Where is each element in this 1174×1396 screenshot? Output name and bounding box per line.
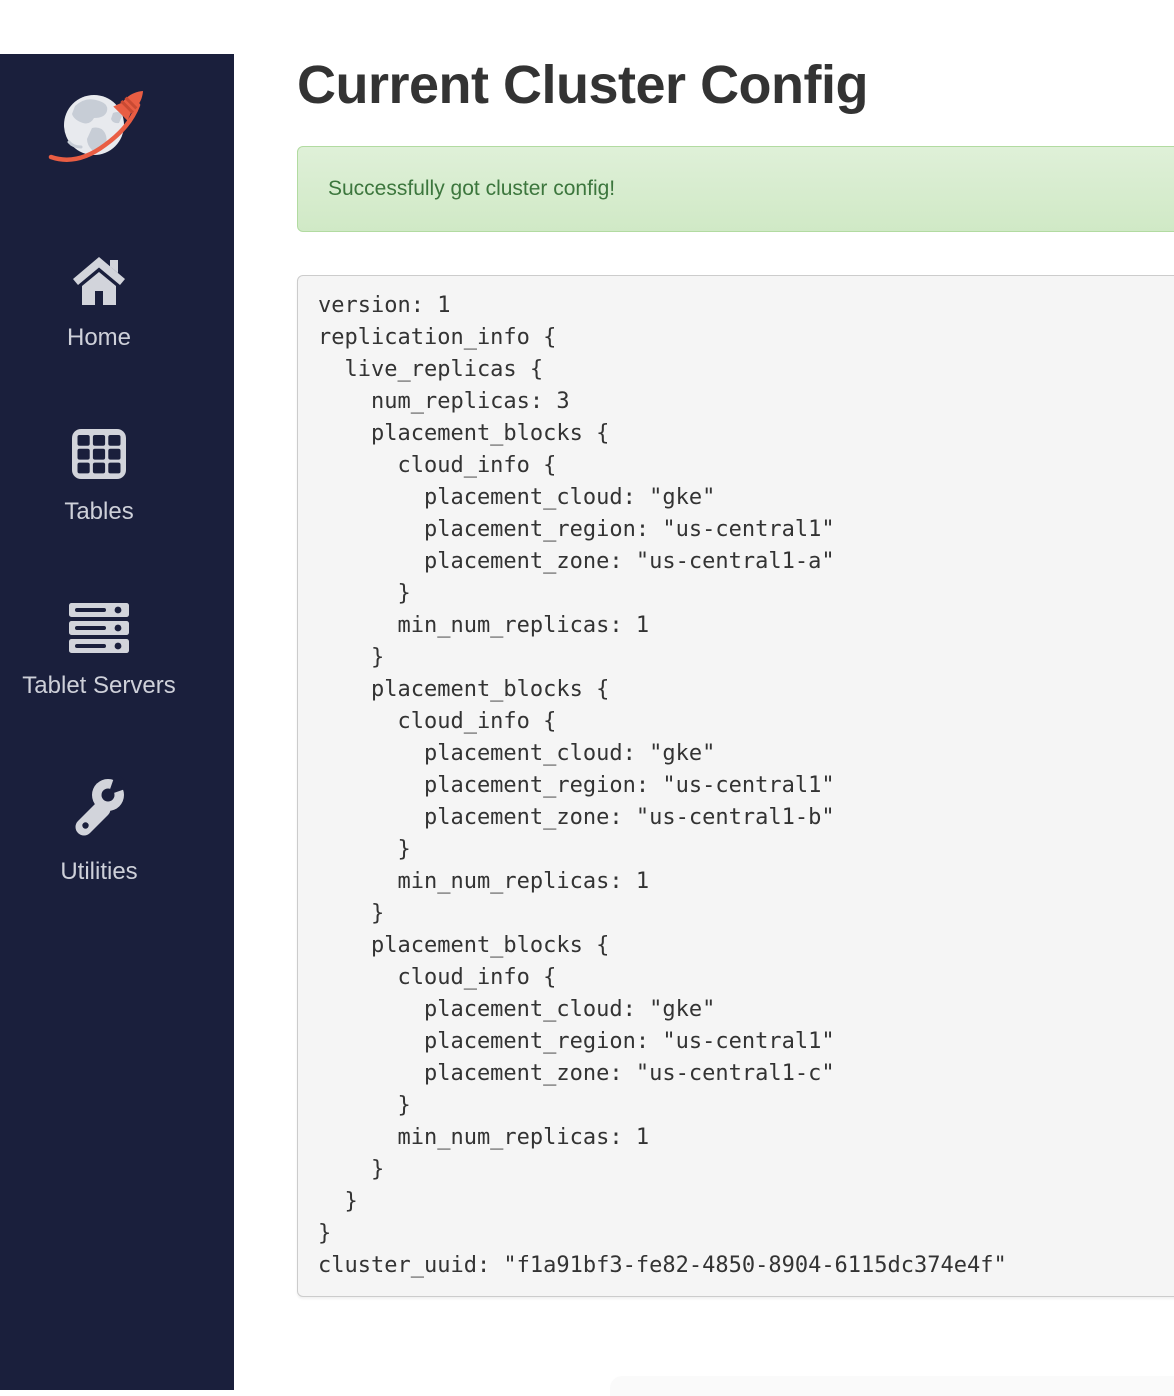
logo-link[interactable]	[47, 82, 152, 164]
sidebar-nav: Home	[0, 256, 198, 886]
sidebar-item-tables[interactable]: Tables	[64, 428, 134, 526]
sidebar: Home	[0, 54, 234, 1390]
main-content: Current Cluster Config Successfully got …	[234, 54, 1174, 1297]
success-alert: Successfully got cluster config!	[297, 146, 1174, 232]
partially-visible-panel	[610, 1376, 1174, 1396]
sidebar-item-tablet-servers[interactable]: Tablet Servers	[22, 602, 176, 700]
sidebar-item-label: Home	[66, 324, 132, 351]
sidebar-item-home[interactable]: Home	[67, 256, 131, 352]
sidebar-item-label: Tablet Servers	[22, 672, 176, 699]
sidebar-item-label: Utilities	[60, 858, 138, 885]
page-title: Current Cluster Config	[297, 55, 869, 115]
table-grid-icon	[71, 428, 127, 485]
home-icon	[72, 256, 126, 311]
sidebar-item-label: Tables	[64, 498, 134, 525]
server-icon	[68, 602, 130, 659]
success-alert-message: Successfully got cluster config!	[328, 177, 616, 200]
wrench-icon	[70, 772, 131, 845]
cluster-config-block: version: 1 replication_info { live_repli…	[297, 275, 1174, 1297]
sidebar-item-utilities[interactable]: Utilities	[60, 772, 138, 886]
app-root: Home	[0, 54, 1174, 1396]
globe-rocket-logo-icon	[48, 90, 143, 162]
